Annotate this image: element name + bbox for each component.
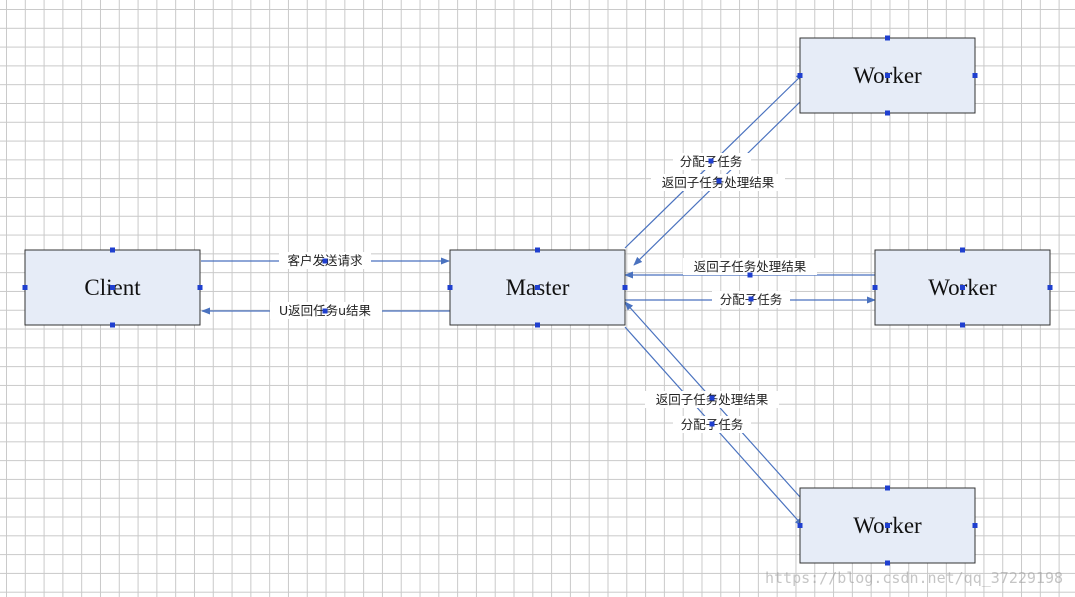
node-handle-right[interactable] (972, 523, 978, 528)
edge-label-handle[interactable] (322, 258, 328, 264)
edge-label-handle[interactable] (747, 272, 753, 278)
node-handle-right[interactable] (197, 285, 203, 290)
node-handle-bottom[interactable] (885, 110, 890, 116)
node-handle-top[interactable] (885, 35, 890, 41)
node-handle-center[interactable] (885, 523, 890, 528)
edge-label-handle[interactable] (709, 421, 715, 427)
node-handle-center[interactable] (535, 285, 540, 290)
edge-label-worker-middle-to-master: 返回子任务处理结果 (694, 259, 807, 274)
node-handle-center[interactable] (960, 285, 965, 290)
node-handle-top[interactable] (110, 247, 115, 253)
node-handle-right[interactable] (622, 285, 628, 290)
edge-label-handle[interactable] (708, 158, 714, 164)
node-handle-bottom[interactable] (535, 322, 540, 328)
node-handle-left[interactable] (797, 523, 803, 528)
node-handle-left[interactable] (797, 73, 803, 78)
edge-label-handle[interactable] (322, 308, 328, 314)
edge-labels: 客户发送请求 U返回任务u结果 分配子任务 返回子任务处理结果 返回子任务处理结… (270, 153, 817, 433)
edge-label-handle[interactable] (709, 395, 715, 401)
node-handle-bottom[interactable] (885, 560, 890, 566)
node-handle-left[interactable] (447, 285, 453, 290)
node-handle-right[interactable] (972, 73, 978, 78)
node-handle-right[interactable] (1047, 285, 1053, 290)
node-handle-left[interactable] (872, 285, 878, 290)
node-handle-center[interactable] (885, 73, 890, 78)
edge-label-handle[interactable] (748, 296, 754, 302)
node-handle-bottom[interactable] (110, 322, 115, 328)
selection-handles (22, 35, 1053, 566)
watermark: https://blog.csdn.net/qq_37229198 (764, 569, 1063, 587)
node-handle-bottom[interactable] (960, 322, 965, 328)
node-handle-top[interactable] (535, 247, 540, 253)
node-handle-top[interactable] (960, 247, 965, 253)
node-handle-left[interactable] (22, 285, 28, 290)
edge-label-handle[interactable] (716, 178, 722, 184)
node-handle-top[interactable] (885, 485, 890, 491)
node-handle-center[interactable] (110, 285, 115, 290)
